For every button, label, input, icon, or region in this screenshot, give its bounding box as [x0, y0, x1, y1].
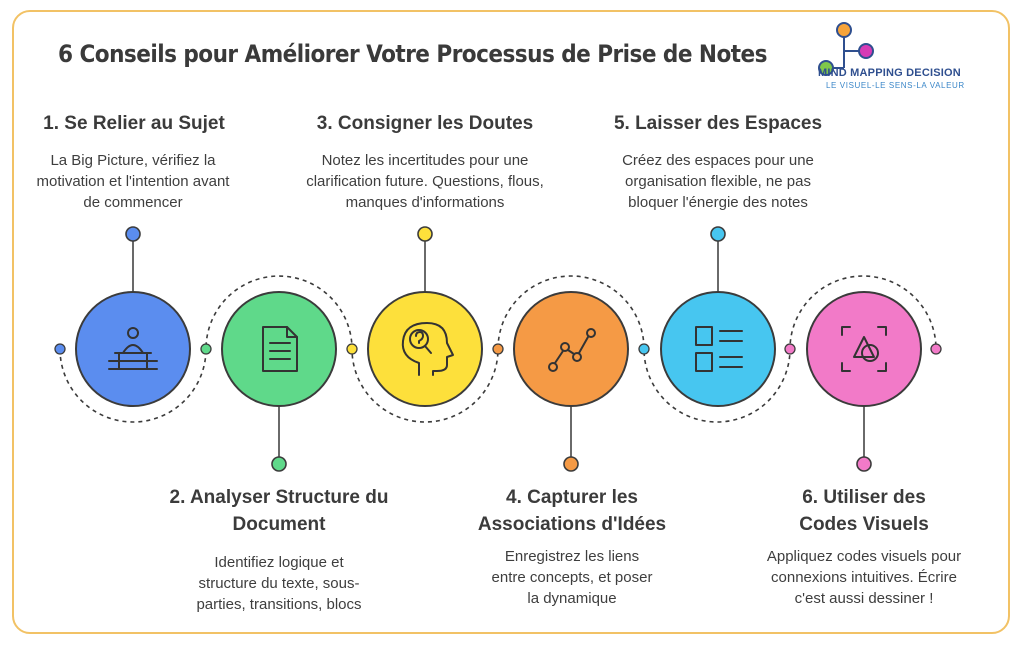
- stem-dot-5: [710, 226, 726, 242]
- step-3-heading: 3. Consigner les Doutes: [316, 113, 534, 134]
- stem-dot-2: [271, 456, 287, 472]
- step-circle-4: [513, 291, 629, 407]
- head-question-icon: [401, 322, 454, 376]
- logo-tagline: LE VISUEL-LE SENS-LA VALEUR: [826, 81, 965, 90]
- connector-dot: [492, 343, 504, 355]
- document-icon: [262, 326, 298, 372]
- step-circle-3: [367, 291, 483, 407]
- mind-map-logo-icon: [818, 22, 874, 76]
- layout-list-icon: [695, 326, 743, 372]
- step-1-heading: 1. Se Relier au Sujet: [43, 113, 225, 134]
- connected-dots-icon: [548, 328, 596, 372]
- step-5-description: Créez des espaces pour une organisation …: [622, 152, 814, 211]
- connector-dot: [930, 343, 942, 355]
- step-circle-5: [660, 291, 776, 407]
- step-5-heading: 5. Laisser des Espaces: [613, 113, 823, 134]
- connector-dot: [784, 343, 796, 355]
- step-4-description: Enregistrez les liens entre concepts, et…: [491, 548, 653, 607]
- page-title: 6 Conseils pour Améliorer Votre Processu…: [58, 40, 768, 68]
- step-2-heading: 2. Analyser Structure du Document: [169, 487, 389, 535]
- connector-dot: [638, 343, 650, 355]
- connector-dot: [200, 343, 212, 355]
- step-circle-2: [221, 291, 337, 407]
- step-circle-1: [75, 291, 191, 407]
- connector-dot: [54, 343, 66, 355]
- stem-dot-3: [417, 226, 433, 242]
- step-4-heading: 4. Capturer les Associations d'Idées: [477, 487, 667, 535]
- step-1-description: La Big Picture, vérifiez la motivation e…: [36, 152, 230, 211]
- step-6-description: Appliquez codes visuels pour connexions …: [766, 548, 962, 607]
- logo-name: MIND MAPPING DECISION: [818, 67, 961, 79]
- connector-dot: [346, 343, 358, 355]
- step-2-description: Identifiez logique et structure du texte…: [196, 554, 362, 613]
- stem-dot-4: [563, 456, 579, 472]
- stem-dot-1: [125, 226, 141, 242]
- step-6-heading: 6. Utiliser des Codes Visuels: [799, 487, 929, 535]
- step-3-description: Notez les incertitudes pour une clarific…: [306, 152, 544, 211]
- shapes-icon: [841, 326, 887, 372]
- stem-dot-6: [856, 456, 872, 472]
- meditation-person-icon: [108, 327, 158, 370]
